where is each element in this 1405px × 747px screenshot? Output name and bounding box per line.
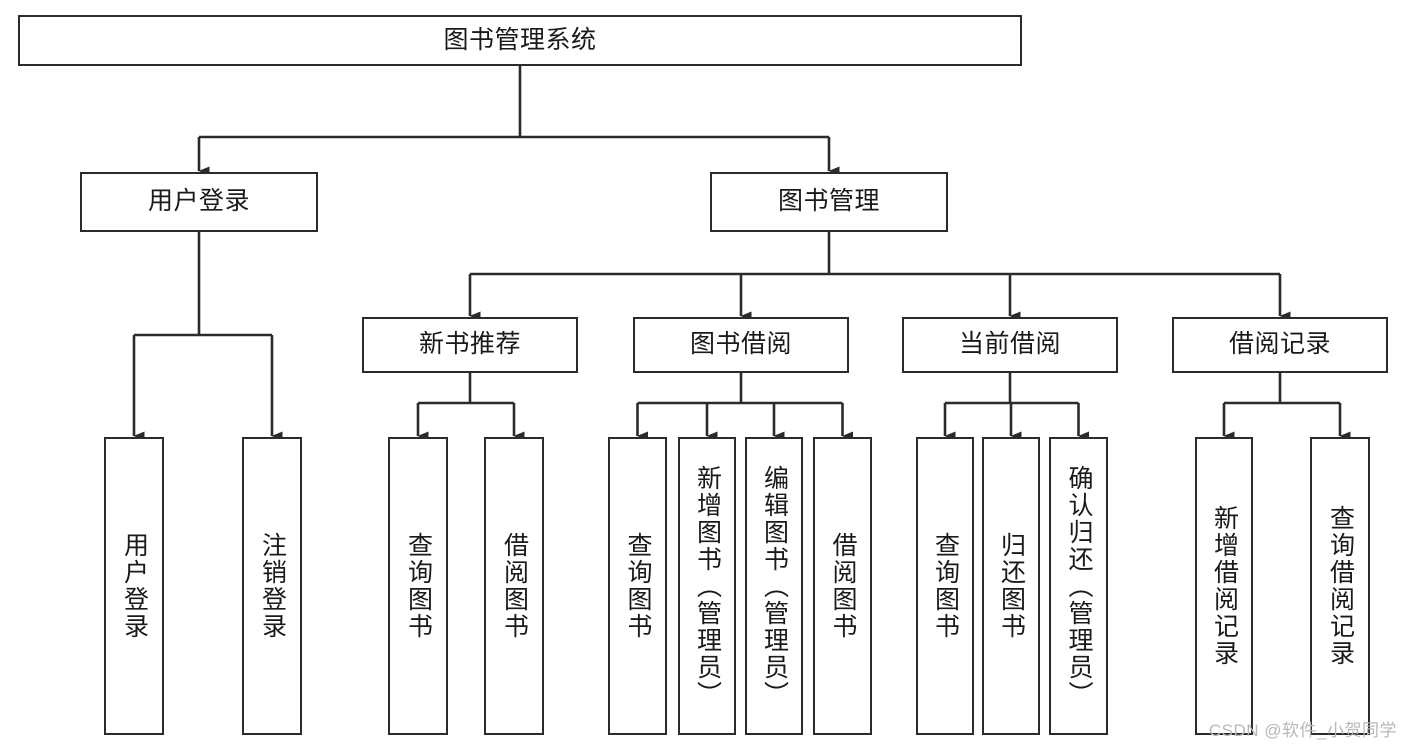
node-leaf-cur-query[interactable]: 查询图书 <box>916 437 974 735</box>
node-bookmgr[interactable]: 图书管理 <box>710 172 948 232</box>
node-leaf-borrow-do[interactable]: 借阅图书 <box>813 437 872 735</box>
node-label: 注销登录 <box>258 532 287 640</box>
node-label: 编辑图书（管理员） <box>760 464 789 708</box>
node-leaf-cur-confirm[interactable]: 确认归还（管理员） <box>1049 437 1108 735</box>
node-root[interactable]: 图书管理系统 <box>18 15 1022 66</box>
node-login[interactable]: 用户登录 <box>80 172 318 232</box>
node-leaf-borrow-query[interactable]: 查询图书 <box>608 437 667 735</box>
node-leaf-rec-add[interactable]: 新增借阅记录 <box>1195 437 1253 735</box>
node-label: 用户登录 <box>147 187 250 216</box>
node-newbook[interactable]: 新书推荐 <box>362 317 578 373</box>
node-current[interactable]: 当前借阅 <box>902 317 1118 373</box>
node-label: 借阅图书 <box>500 532 529 640</box>
node-label: 查询图书 <box>404 532 433 640</box>
node-leaf-new-borrow[interactable]: 借阅图书 <box>484 437 544 735</box>
node-label: 借阅记录 <box>1228 330 1331 359</box>
node-label: 图书借阅 <box>689 330 792 359</box>
node-label: 查询图书 <box>624 532 652 640</box>
node-label: 图书管理系统 <box>443 25 597 54</box>
node-label: 图书管理 <box>777 187 880 216</box>
node-records[interactable]: 借阅记录 <box>1172 317 1388 373</box>
node-label: 确认归还（管理员） <box>1065 464 1093 708</box>
node-label: 当前借阅 <box>958 330 1061 359</box>
node-label: 用户登录 <box>120 532 149 640</box>
node-leaf-borrow-edit[interactable]: 编辑图书（管理员） <box>745 437 803 735</box>
node-leaf-user-login[interactable]: 用户登录 <box>104 437 164 735</box>
connector-lines <box>132 66 1351 441</box>
node-leaf-borrow-add[interactable]: 新增图书（管理员） <box>678 437 736 735</box>
node-label: 新书推荐 <box>418 330 521 359</box>
node-leaf-cur-return[interactable]: 归还图书 <box>982 437 1040 735</box>
watermark-text: CSDN @软件_小贺同学 <box>1208 721 1397 740</box>
node-leaf-new-query[interactable]: 查询图书 <box>388 437 448 735</box>
node-leaf-user-logout[interactable]: 注销登录 <box>242 437 302 735</box>
node-label: 查询借阅记录 <box>1326 505 1355 667</box>
node-borrow[interactable]: 图书借阅 <box>633 317 849 373</box>
node-label: 查询图书 <box>931 532 960 640</box>
node-label: 借阅图书 <box>829 532 857 640</box>
node-label: 归还图书 <box>997 532 1026 640</box>
node-label: 新增借阅记录 <box>1210 505 1239 667</box>
node-label: 新增图书（管理员） <box>693 464 722 708</box>
node-leaf-rec-query[interactable]: 查询借阅记录 <box>1310 437 1370 735</box>
